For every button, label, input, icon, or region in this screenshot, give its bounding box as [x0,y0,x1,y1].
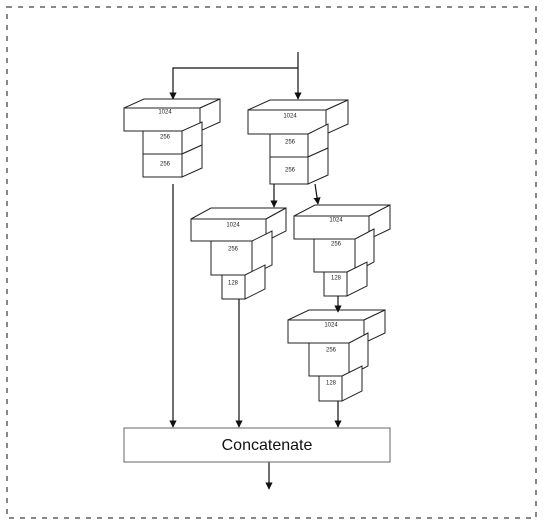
block-128: 128 [221,264,266,300]
block-label: 256 [326,348,337,354]
block-1024: 1024 [247,99,349,135]
block-label: 128 [331,276,342,282]
concatenate-label: Concatenate [222,437,313,454]
block-256: 256 [269,123,329,158]
block-label: 256 [160,135,171,141]
block-label: 256 [160,162,171,168]
block-label: 256 [285,140,296,146]
block-256: 256 [308,332,369,377]
block-label: 256 [285,168,296,174]
block-label: 1024 [226,223,240,229]
connectors [169,52,342,490]
split-line [169,67,298,100]
block-label: 1024 [283,114,297,120]
block-256: 256 [210,230,273,276]
block-label: 1024 [324,323,338,329]
block-256: 256 [269,147,329,185]
branch-1: 1024 256 256 [123,98,221,178]
branch2-to-branch4-arrow [313,183,321,205]
block-256: 256 [142,144,203,178]
branch-2: 1024 256 256 [247,99,349,185]
block-label: 1024 [158,110,172,116]
block-1024: 1024 [293,204,391,240]
block-label: 256 [331,242,342,248]
branch-3: 1024 256 128 [190,207,287,300]
branch-5: 1024 256 128 [287,309,386,402]
block-label: 128 [326,381,337,387]
dashed-frame [6,6,537,519]
block-1024: 1024 [287,309,386,344]
block-128: 128 [318,365,363,402]
block-label: 256 [228,247,239,253]
block-label: 128 [228,281,239,287]
branch-4: 1024 256 128 [293,204,391,297]
block-256: 256 [313,228,375,273]
concatenate-block: Concatenate [123,427,391,463]
block-label: 1024 [329,218,343,224]
block-128: 128 [323,261,368,297]
block-1024: 1024 [123,98,221,132]
